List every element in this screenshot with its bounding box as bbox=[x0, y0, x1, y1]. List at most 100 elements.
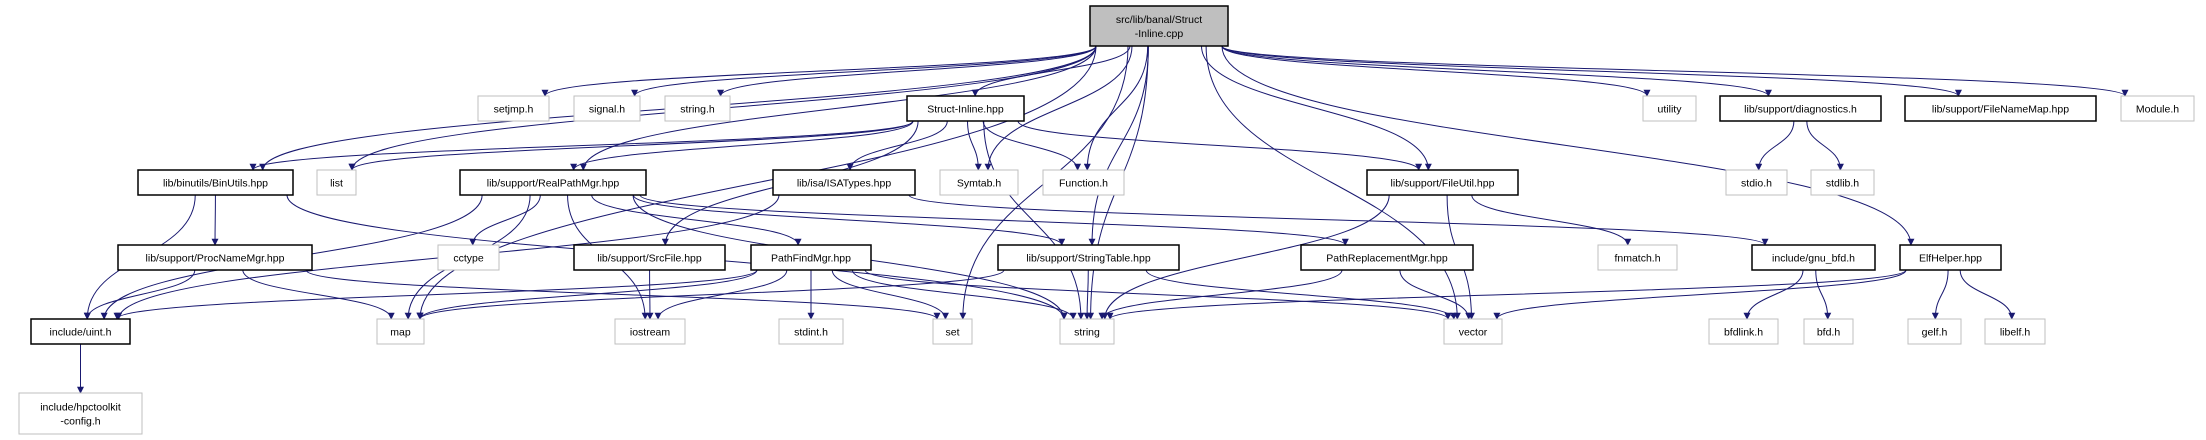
edge-pathfindmgr-to-vector bbox=[864, 269, 1452, 320]
node-label: map bbox=[390, 327, 411, 339]
node-label: Symtab.h bbox=[957, 178, 1002, 190]
node-binutils[interactable]: lib/binutils/BinUtils.hpp bbox=[137, 169, 294, 196]
node-box bbox=[30, 318, 131, 345]
edge-structinline-to-symtab bbox=[967, 120, 982, 171]
node-label: bfdlink.h bbox=[1724, 327, 1763, 339]
edge-isatypes-to-gnubfd bbox=[908, 194, 1769, 246]
node-box bbox=[573, 95, 641, 122]
node-bfdlink: bfdlink.h bbox=[1708, 318, 1779, 345]
node-box bbox=[1300, 244, 1474, 271]
edge-structinline-to-fileutil bbox=[1017, 120, 1423, 171]
node-setjmp: setjmp.h bbox=[477, 95, 550, 122]
node-root[interactable]: src/lib/banal/Struct -Inline.cpp bbox=[1089, 5, 1229, 47]
edge-elfhelper-to-string bbox=[1106, 269, 1907, 320]
node-box bbox=[316, 169, 357, 196]
node-label: include/uint.h bbox=[50, 327, 112, 339]
node-fileutil[interactable]: lib/support/FileUtil.hpp bbox=[1366, 169, 1519, 196]
node-stdio: stdio.h bbox=[1725, 169, 1788, 196]
node-signal: signal.h bbox=[573, 95, 641, 122]
node-stdlib: stdlib.h bbox=[1810, 169, 1875, 196]
node-set: set bbox=[932, 318, 973, 345]
node-filenamemap[interactable]: lib/support/FileNameMap.hpp bbox=[1904, 95, 2097, 122]
edge-structinline-to-list bbox=[348, 120, 914, 171]
edge-realpathmgr-to-pathfindmgr bbox=[591, 194, 802, 246]
edge-root-to-realpathmgr bbox=[579, 45, 1097, 171]
nodes-layer: src/lib/banal/Struct -Inline.cpp setjmp.h s… bbox=[18, 5, 2195, 435]
edge-root-to-stringh bbox=[717, 45, 1097, 97]
node-gnubfd[interactable]: include/gnu_bfd.h bbox=[1751, 244, 1876, 271]
edge-realpathmgr-to-stringtable bbox=[632, 194, 1066, 246]
node-elfhelper[interactable]: ElfHelper.hpp bbox=[1899, 244, 2002, 271]
node-uint[interactable]: include/uint.h bbox=[30, 318, 131, 345]
node-label: Struct-Inline.hpp bbox=[927, 104, 1004, 116]
node-utility: utility bbox=[1642, 95, 1697, 122]
edge-procnamemgr-to-map bbox=[242, 269, 395, 320]
node-label: lib/support/SrcFile.hpp bbox=[597, 253, 702, 265]
node-label: gelf.h bbox=[1922, 327, 1948, 339]
node-gelf: gelf.h bbox=[1907, 318, 1962, 345]
edge-gnubfd-to-bfdlink bbox=[1743, 269, 1804, 320]
edge-procnamemgr-to-uint bbox=[83, 269, 196, 320]
node-label: lib/support/ProcNameMgr.hpp bbox=[146, 253, 285, 265]
node-label: src/lib/banal/Struct bbox=[1116, 14, 1202, 26]
node-box bbox=[997, 244, 1180, 271]
node-libelf: libelf.h bbox=[1984, 318, 2046, 345]
node-box bbox=[1984, 318, 2046, 345]
edge-root-to-stringtable bbox=[1088, 45, 1149, 246]
node-label: list bbox=[330, 178, 343, 190]
node-procnamemgr[interactable]: lib/support/ProcNameMgr.hpp bbox=[117, 244, 313, 271]
node-list: list bbox=[316, 169, 357, 196]
node-label: lib/isa/ISATypes.hpp bbox=[797, 178, 892, 190]
edge-realpathmgr-to-cctype bbox=[469, 194, 541, 246]
node-box bbox=[18, 392, 143, 435]
node-label: string.h bbox=[680, 104, 715, 116]
edge-root-to-symtab bbox=[984, 45, 1133, 171]
node-box bbox=[1719, 95, 1882, 122]
node-structinline[interactable]: Struct-Inline.hpp bbox=[906, 95, 1025, 122]
edge-structinline-to-function bbox=[982, 120, 1082, 171]
node-box bbox=[376, 318, 425, 345]
edge-structinline-to-realpathmgr bbox=[570, 120, 914, 171]
node-stringtable[interactable]: lib/support/StringTable.hpp bbox=[997, 244, 1180, 271]
edge-diagnostics-to-stdio bbox=[1755, 120, 1795, 171]
node-label: Function.h bbox=[1059, 178, 1108, 190]
node-box bbox=[1089, 5, 1229, 47]
node-label: lib/support/diagnostics.h bbox=[1744, 104, 1857, 116]
node-box bbox=[1904, 95, 2097, 122]
node-label: -Inline.cpp bbox=[1135, 28, 1184, 40]
edge-pathfindmgr-to-set bbox=[831, 269, 949, 320]
node-box bbox=[1059, 318, 1115, 345]
node-pathfindmgr[interactable]: PathFindMgr.hpp bbox=[750, 244, 872, 271]
node-fnmatch: fnmatch.h bbox=[1597, 244, 1678, 271]
node-realpathmgr[interactable]: lib/support/RealPathMgr.hpp bbox=[459, 169, 647, 196]
node-box bbox=[2120, 95, 2195, 122]
node-isatypes[interactable]: lib/isa/ISATypes.hpp bbox=[772, 169, 916, 196]
node-label: stdint.h bbox=[794, 327, 828, 339]
node-label: stdio.h bbox=[1741, 178, 1772, 190]
edge-stringtable-to-map bbox=[416, 269, 1005, 320]
node-diagnostics[interactable]: lib/support/diagnostics.h bbox=[1719, 95, 1882, 122]
edge-elfhelper-to-vector bbox=[1493, 269, 1907, 320]
edge-pathreplacementmgr-to-vector bbox=[1399, 269, 1473, 320]
node-box bbox=[1042, 169, 1125, 196]
node-function: Function.h bbox=[1042, 169, 1125, 196]
edge-diagnostics-to-stdlib bbox=[1806, 120, 1844, 171]
node-box bbox=[1443, 318, 1503, 345]
node-label: lib/support/FileNameMap.hpp bbox=[1932, 104, 2069, 116]
node-stringh: string.h bbox=[664, 95, 731, 122]
node-srcfile[interactable]: lib/support/SrcFile.hpp bbox=[573, 244, 726, 271]
edge-root-to-diagnostics bbox=[1221, 45, 1772, 97]
edge-realpathmgr-to-pathreplacementmgr bbox=[639, 194, 1349, 246]
node-label: include/hpctoolkit bbox=[40, 402, 121, 414]
node-pathreplacementmgr[interactable]: PathReplacementMgr.hpp bbox=[1300, 244, 1474, 271]
node-box bbox=[1751, 244, 1876, 271]
node-label: PathFindMgr.hpp bbox=[771, 253, 851, 265]
node-cctype: cctype bbox=[437, 244, 500, 271]
node-label: utility bbox=[1658, 104, 1683, 116]
node-label: string bbox=[1074, 327, 1100, 339]
edge-fileutil-to-string bbox=[1101, 194, 1390, 320]
node-box bbox=[772, 169, 916, 196]
node-box bbox=[1366, 169, 1519, 196]
node-label: include/gnu_bfd.h bbox=[1772, 253, 1855, 265]
node-module: Module.h bbox=[2120, 95, 2195, 122]
